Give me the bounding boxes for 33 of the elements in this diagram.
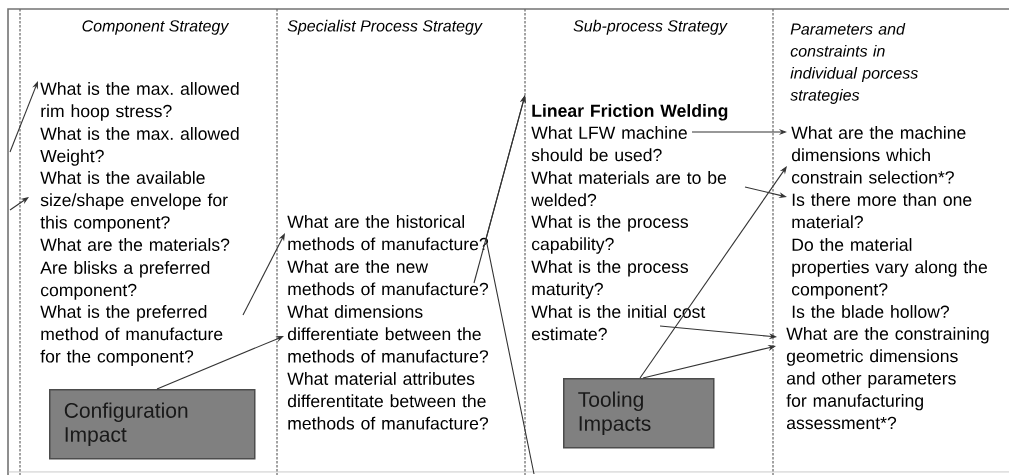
question-text: What dimensions differentiate between the methods of manufacture? [287, 305, 489, 363]
question-text: What are the constraining geometric dimensions and other parameters for manufacturing assessment*? [786, 327, 989, 430]
column-heading: Specialist Process Strategy [287, 19, 483, 35]
question-text: What is the process maturity? [531, 260, 688, 299]
impact-box: Tooling Impacts [563, 378, 715, 449]
arrow [485, 95, 535, 475]
question-text: What is the process capability? [531, 215, 688, 254]
column-heading: Parameters and constraints in individual porcess strategies [790, 23, 918, 104]
arrow [642, 344, 776, 379]
question-text: What is the initial cost estimate? [531, 305, 706, 341]
question-text: Are blisks a preferred component? [40, 261, 210, 300]
question-text: What material attributes differentitate between the methods of manufacture? [287, 372, 489, 430]
question-text: What are the materials? [40, 238, 230, 251]
question-text: What is the available size/shape envelope for this component? [40, 171, 228, 233]
arrow [9, 197, 29, 211]
question-text: Is the blade hollow? [792, 305, 949, 318]
question-text: Do the material properties vary along the component? [791, 238, 987, 300]
question-text: Is there more than one material? [792, 193, 972, 229]
question-text: What is the max. allowed rim hoop stress? [40, 82, 239, 121]
impact-box: Configuration Impact [49, 389, 256, 460]
column-heading: Sub-process Strategy [573, 19, 728, 35]
arrow [156, 336, 284, 390]
question-text: What is the preferred method of manufacture for the component? [40, 305, 223, 367]
question-text: What are the machine dimensions which constrain selection*? [791, 126, 966, 184]
arrow [242, 233, 285, 316]
process-heading: Linear Friction Welding [532, 104, 728, 121]
question-text: What are the new methods of manufacture? [287, 260, 489, 296]
column-heading: Component Strategy [82, 20, 230, 35]
arrow [9, 81, 38, 153]
question-text: What is the max. allowed Weight? [40, 127, 239, 166]
question-text: What LFW machine should be used? [531, 126, 687, 162]
arrow [639, 166, 787, 379]
question-text: What materials are to be welded? [531, 171, 727, 207]
